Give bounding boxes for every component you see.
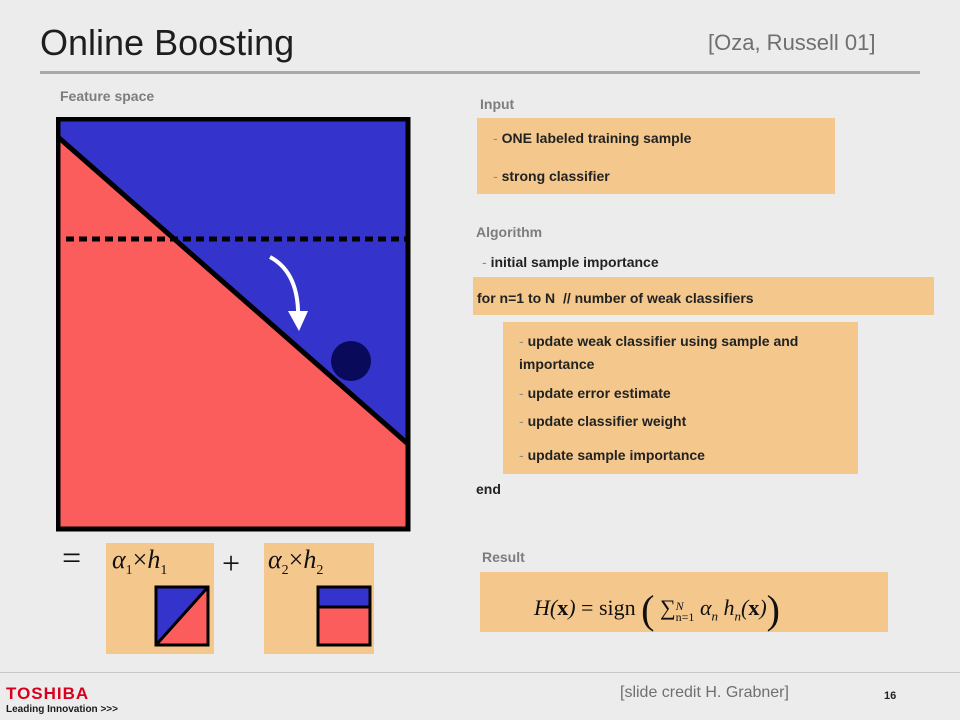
step-4: - update sample importance bbox=[519, 447, 705, 463]
slide-credit: [slide credit H. Grabner] bbox=[620, 684, 789, 701]
input-item-2: - strong classifier bbox=[493, 168, 610, 184]
loop-line: for n=1 to N // number of weak classifie… bbox=[477, 290, 754, 306]
weak-term-2: α2×h2 bbox=[268, 545, 324, 579]
algorithm-heading: Algorithm bbox=[476, 224, 543, 240]
page-number: 16 bbox=[884, 690, 897, 702]
weak-classifier-1-diagram bbox=[154, 585, 210, 647]
weak-classifier-2-box: α2×h2 bbox=[264, 543, 374, 654]
step-3: - update classifier weight bbox=[519, 413, 687, 429]
step-1: - update weak classifier using sample an… bbox=[519, 333, 799, 372]
feature-space-label: Feature space bbox=[60, 88, 155, 104]
weak-classifier-2-diagram bbox=[316, 585, 372, 647]
algorithm-init: - initial sample importance bbox=[482, 254, 659, 270]
algorithm-end: end bbox=[476, 481, 501, 497]
brand-logo: TOSHIBA bbox=[6, 684, 90, 703]
input-box: - ONE labeled training sample - strong c… bbox=[477, 118, 835, 194]
slide-title: Online Boosting bbox=[40, 22, 295, 63]
feature-space-diagram bbox=[56, 117, 411, 532]
feature-space-border bbox=[56, 117, 411, 532]
training-sample-dot bbox=[331, 341, 371, 381]
footer-divider bbox=[0, 672, 960, 673]
decision-boundary bbox=[56, 135, 410, 446]
brand-tagline: Leading Innovation >>> bbox=[6, 704, 118, 715]
input-item-1: - ONE labeled training sample bbox=[493, 130, 692, 146]
weak-term-1: α1×h1 bbox=[112, 545, 168, 579]
reference-citation: [Oza, Russell 01] bbox=[708, 30, 876, 55]
equals-sign: = bbox=[62, 540, 82, 577]
result-heading: Result bbox=[482, 549, 525, 565]
input-heading: Input bbox=[480, 96, 515, 112]
step-2: - update error estimate bbox=[519, 385, 671, 401]
loop-box: for n=1 to N // number of weak classifie… bbox=[473, 277, 934, 315]
weak-classifier-1-box: α1×h1 bbox=[106, 543, 214, 654]
title-divider bbox=[40, 71, 920, 74]
plus-sign: + bbox=[222, 545, 241, 581]
class-region-blue bbox=[58, 119, 408, 444]
loop-body-box: - update weak classifier using sample an… bbox=[503, 322, 858, 474]
arrow-head-icon bbox=[288, 311, 308, 331]
